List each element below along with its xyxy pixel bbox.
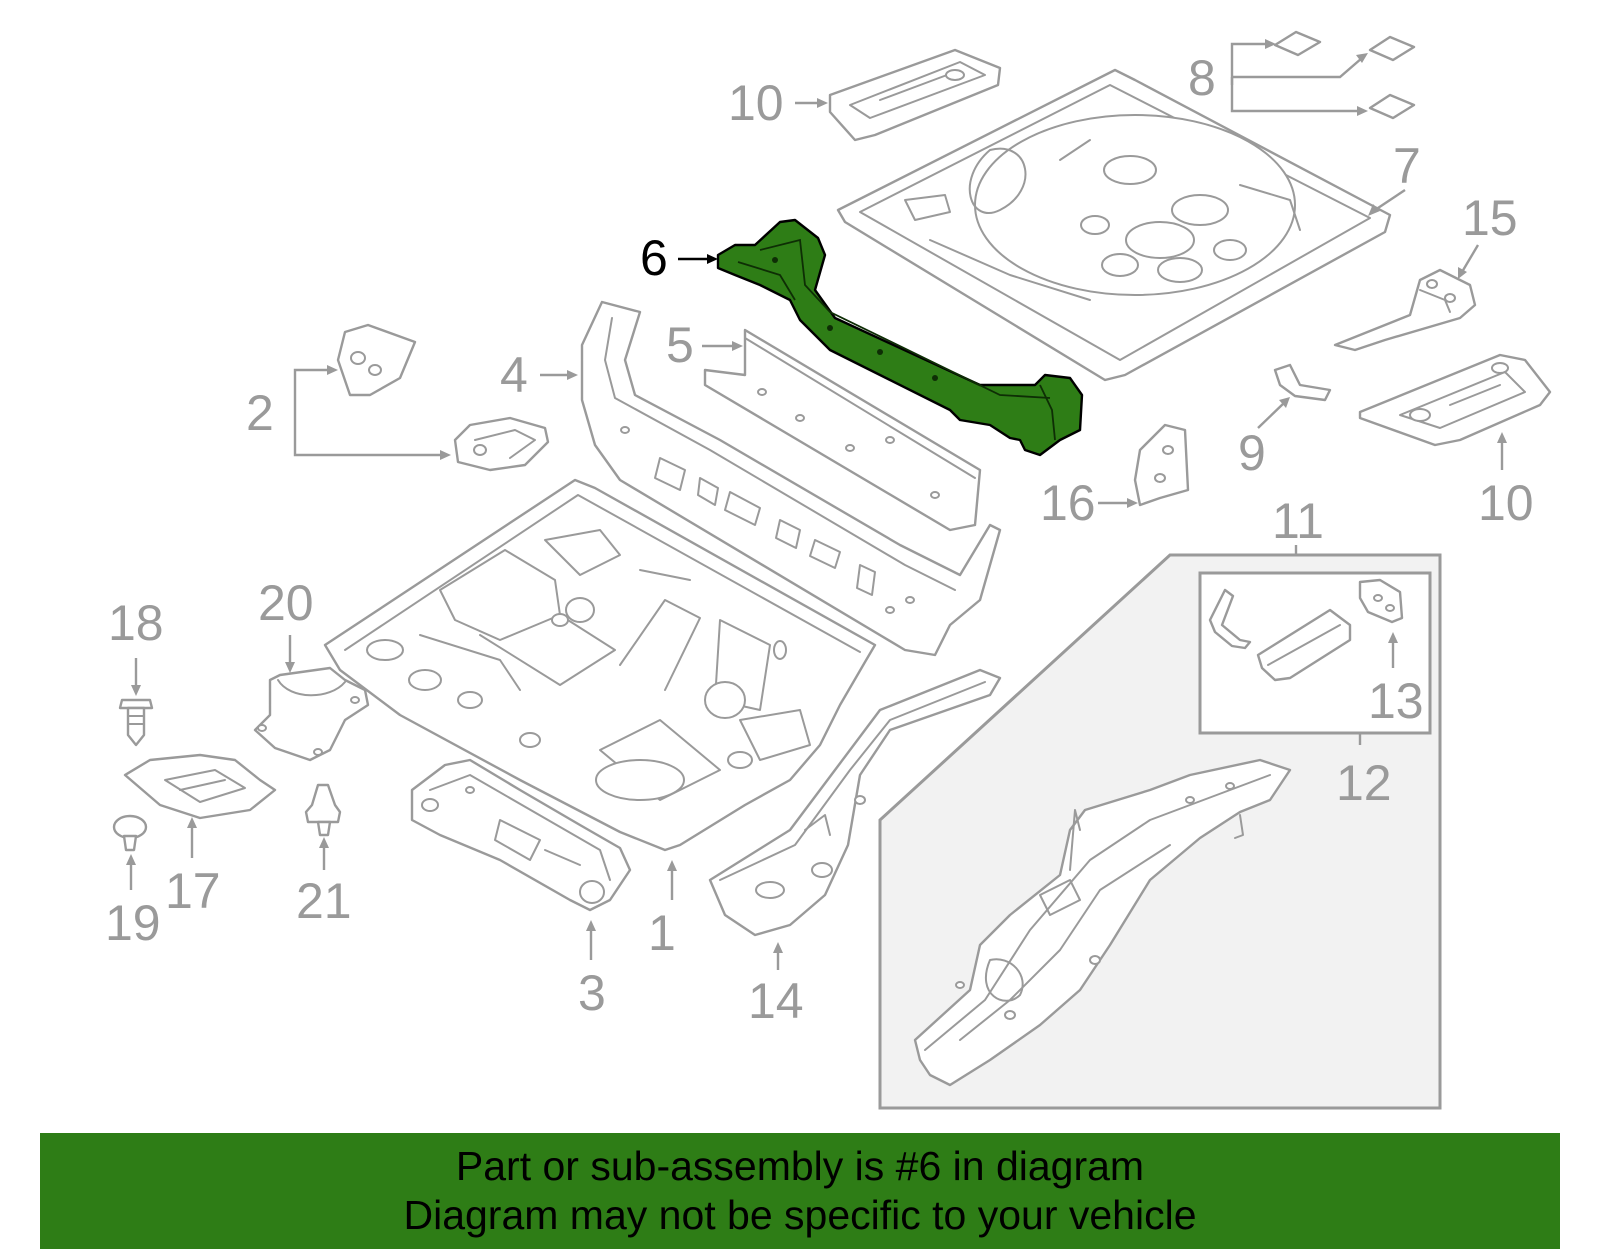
part-15-bracket[interactable]	[1333, 268, 1477, 352]
part-10-upper-reinforcement[interactable]	[828, 48, 1002, 142]
part-7-rear-floor-pan[interactable]	[836, 68, 1392, 382]
callout-17: 17	[165, 863, 221, 919]
part-2-gussets[interactable]	[336, 323, 550, 472]
part-6-crossmember-highlighted[interactable]	[716, 218, 1084, 457]
callout-15: 15	[1462, 190, 1518, 246]
callout-8: 8	[1188, 50, 1216, 106]
callout-21: 21	[296, 873, 352, 929]
part-13-bracket[interactable]	[1208, 578, 1404, 682]
part-5-panel[interactable]	[703, 328, 982, 532]
part-14-side-member[interactable]	[708, 668, 1002, 937]
banner-line-1: Part or sub-assembly is #6 in diagram	[455, 1143, 1145, 1189]
part-3-rail-extension[interactable]	[410, 758, 632, 912]
callout-13: 13	[1368, 673, 1424, 729]
part-12-side-rail[interactable]	[913, 758, 1292, 1087]
part-8-plugs[interactable]	[1273, 30, 1416, 120]
part-1-floor-pan[interactable]	[323, 478, 877, 852]
callout-12: 12	[1336, 755, 1392, 811]
part-4-rear-panel[interactable]	[580, 300, 1002, 657]
callout-9: 9	[1238, 425, 1266, 481]
info-banner: Part or sub-assembly is #6 in diagram Di…	[40, 1133, 1560, 1249]
part-19-plug[interactable]	[112, 814, 148, 852]
callout-19: 19	[105, 895, 161, 951]
part-20-block[interactable]	[253, 666, 370, 762]
part-9-clip[interactable]	[1273, 363, 1332, 402]
callout-5: 5	[666, 317, 694, 373]
banner-line-2: Diagram may not be specific to your vehi…	[403, 1192, 1197, 1238]
callout-11: 11	[1272, 493, 1324, 549]
part-10-lower-reinforcement[interactable]	[1358, 353, 1552, 447]
part-21-clip[interactable]	[304, 783, 342, 837]
part-17-plate[interactable]	[123, 753, 277, 820]
part-16-bracket[interactable]	[1133, 423, 1190, 507]
part-18-bolt[interactable]	[118, 698, 154, 747]
callout-14: 14	[748, 973, 804, 1029]
callout-10-top: 10	[728, 75, 784, 131]
callout-3: 3	[578, 965, 606, 1021]
callout-16: 16	[1040, 475, 1096, 531]
callout-1: 1	[648, 905, 676, 961]
callout-18: 18	[108, 595, 164, 651]
callout-10-right: 10	[1478, 475, 1534, 531]
callout-6: 6	[640, 230, 668, 286]
callout-4: 4	[500, 347, 528, 403]
callout-7: 7	[1393, 138, 1421, 194]
callout-2: 2	[246, 385, 274, 441]
callout-20: 20	[258, 575, 314, 631]
